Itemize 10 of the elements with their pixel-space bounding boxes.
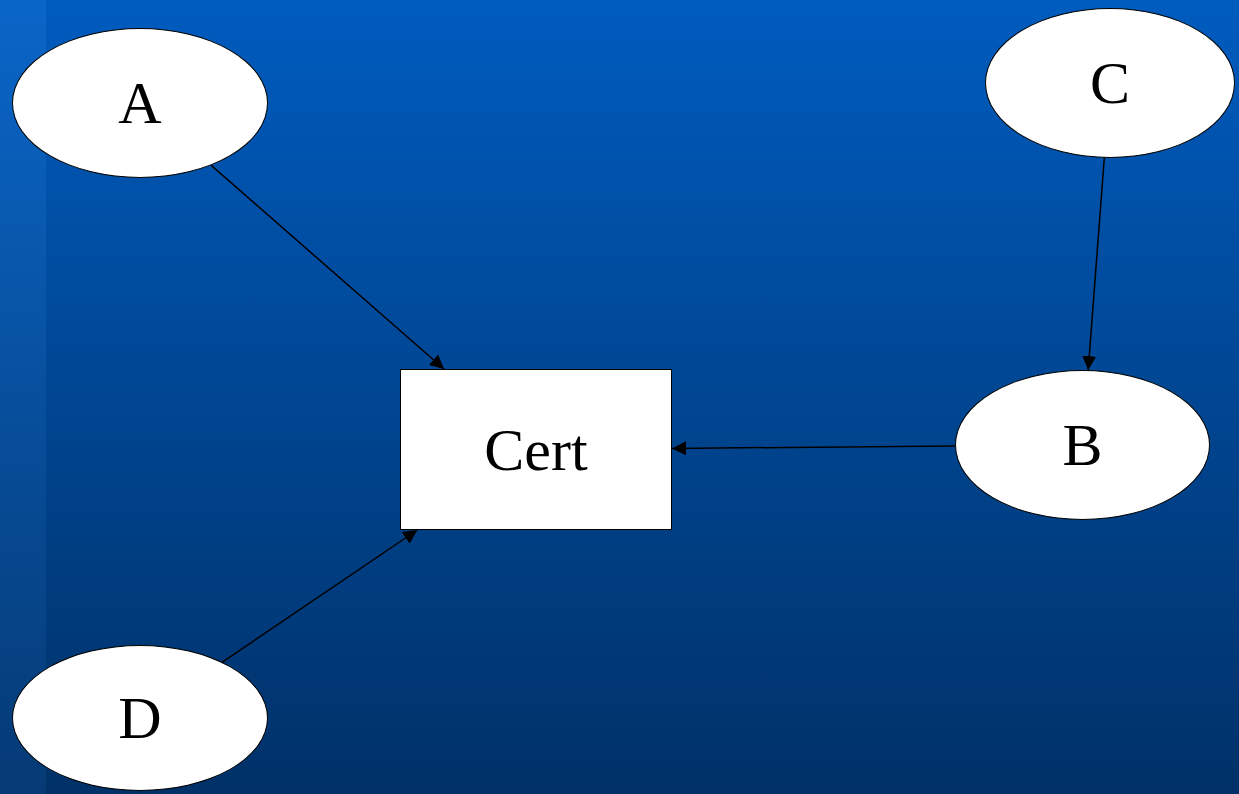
arrow: [210, 164, 445, 370]
node-label: C: [1090, 53, 1130, 113]
arrow: [671, 441, 956, 456]
node-label: Cert: [484, 419, 588, 480]
node-label: B: [1062, 415, 1103, 475]
arrow: [1082, 157, 1106, 371]
node-label: D: [118, 688, 162, 748]
rectangle-node: [400, 369, 672, 530]
arrow: [221, 529, 418, 663]
node-label: A: [118, 73, 162, 133]
